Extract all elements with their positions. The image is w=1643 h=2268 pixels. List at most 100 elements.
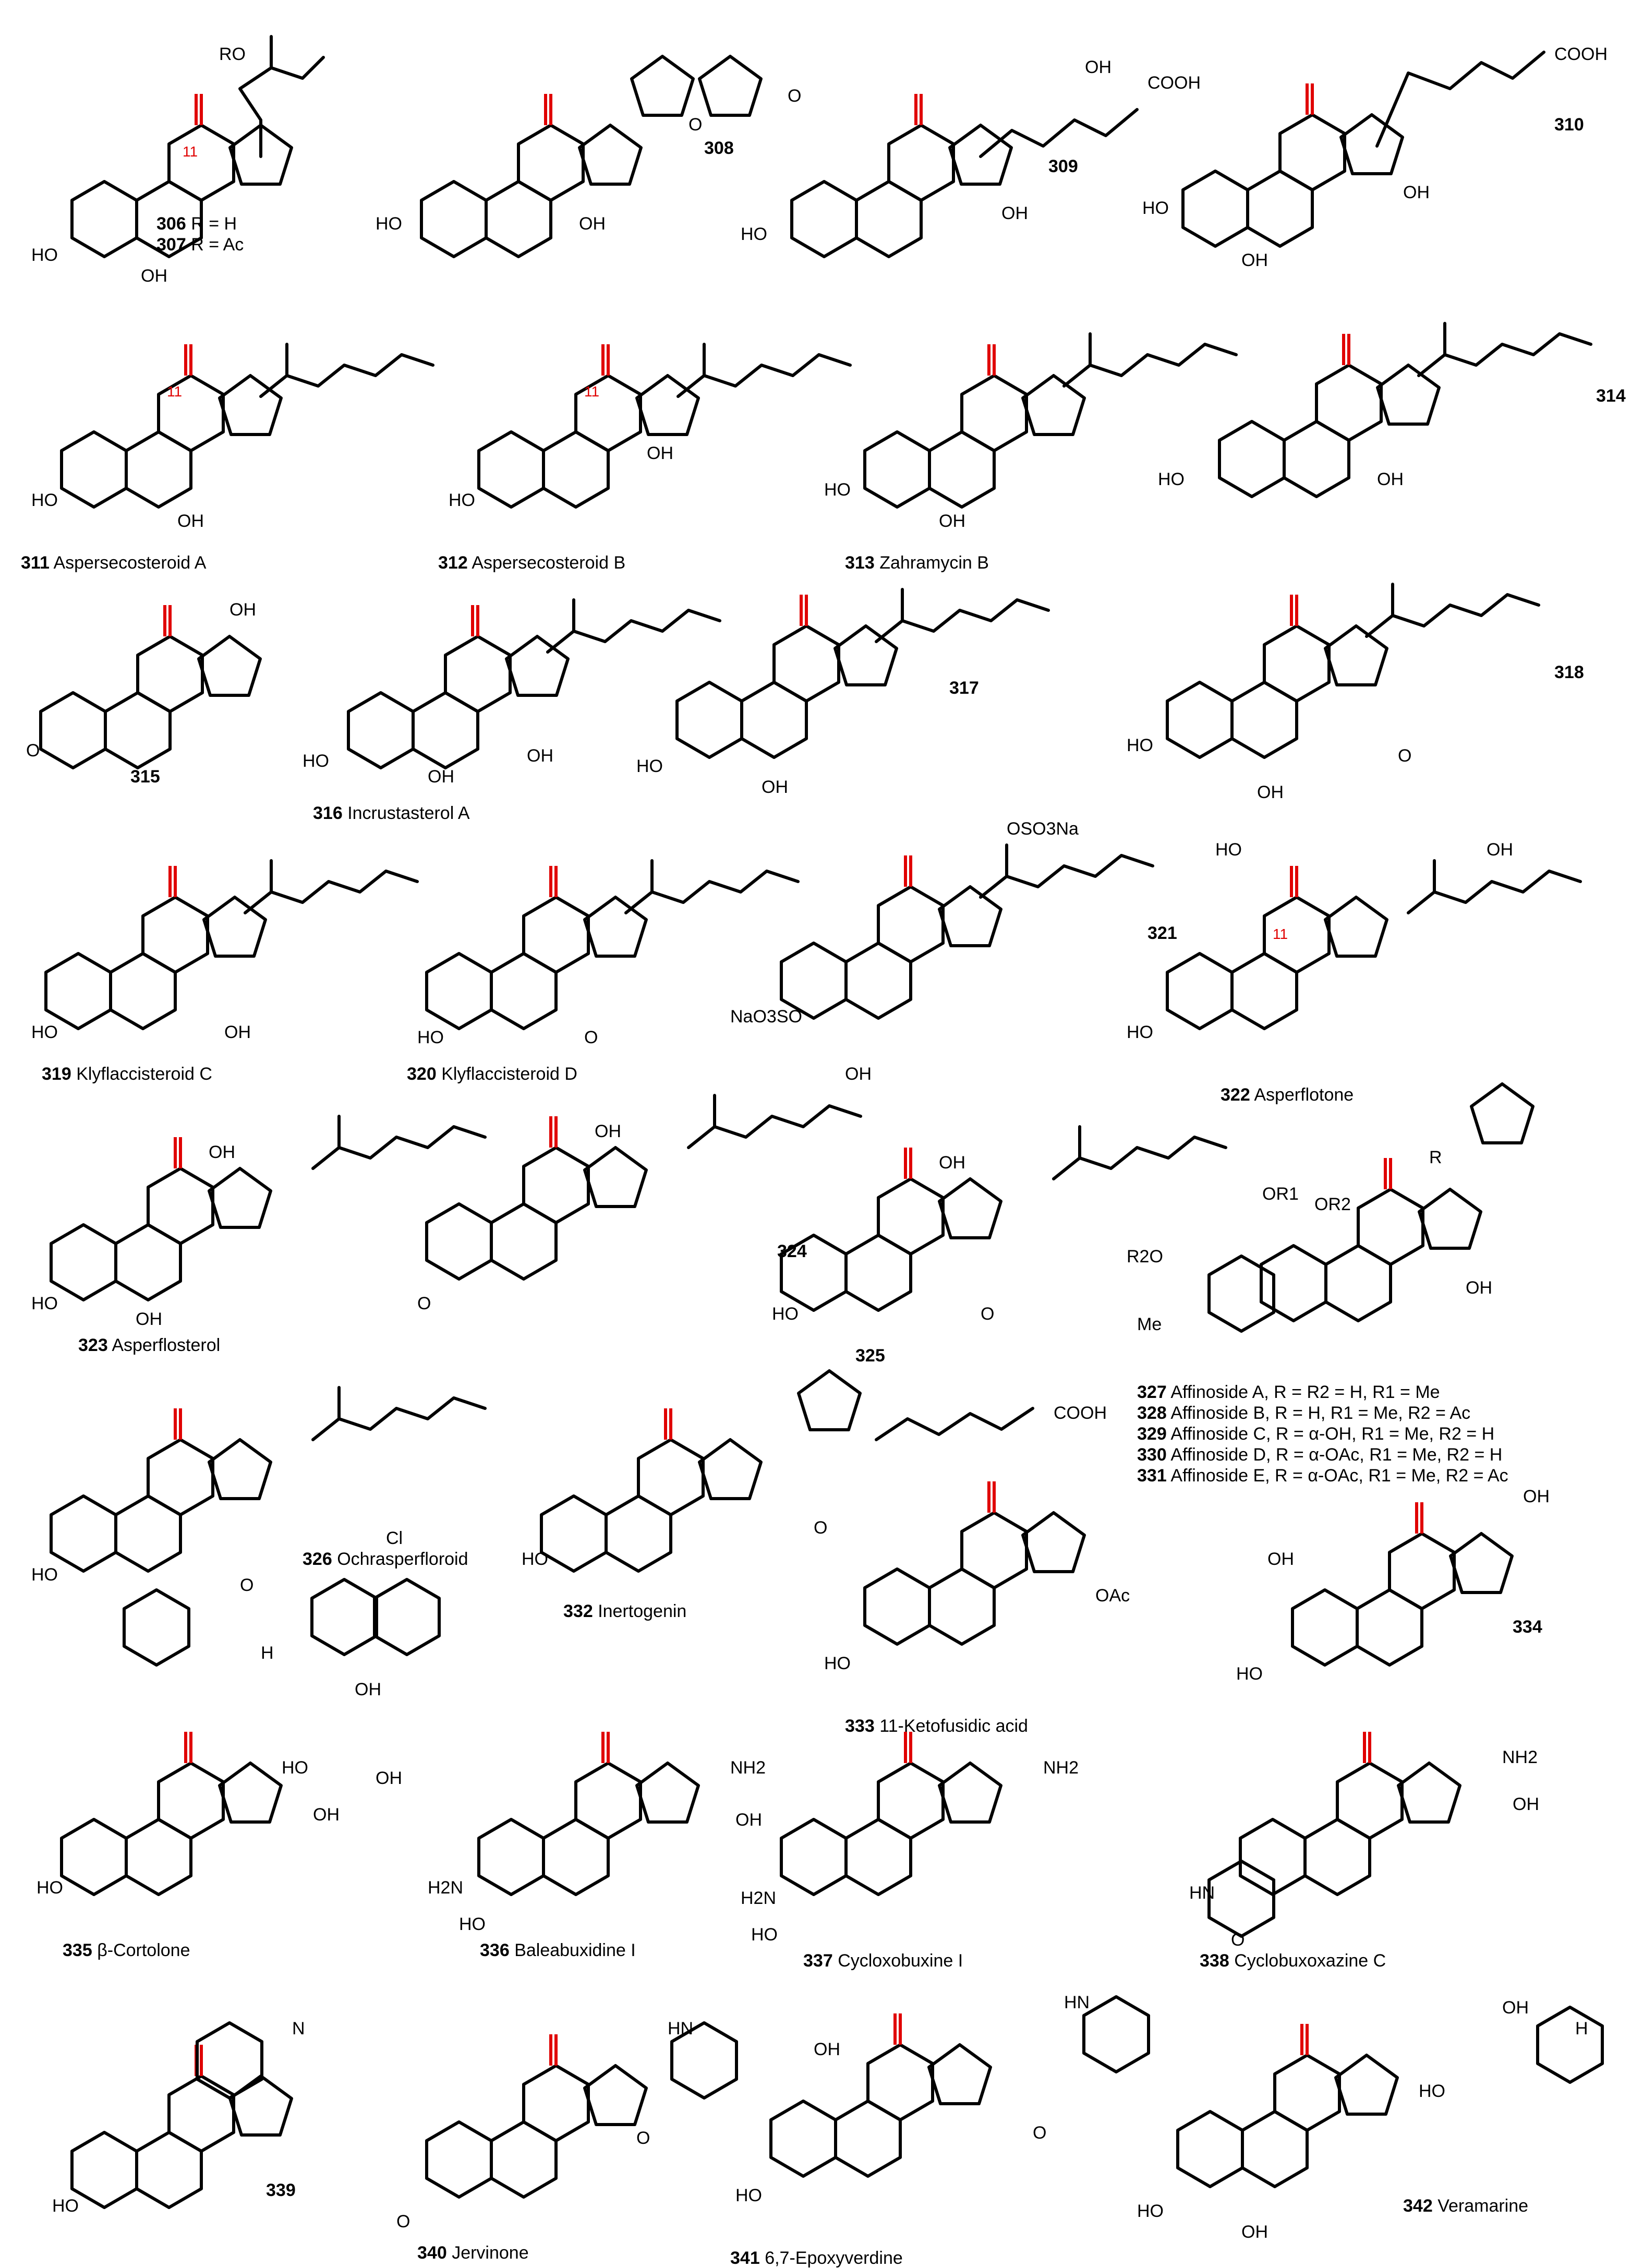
svg-text:335 β-Cortolone: 335 β-Cortolone [63,1940,190,1960]
compound-caption-332: Inertogenin [598,1601,686,1621]
compound-caption-329: Affinoside C, R = α-OH, R1 = Me, R2 = H [1170,1424,1494,1444]
svg-text:HO: HO [741,224,767,244]
structure-319: HO OH 319 Klyflaccisteroid C [31,861,417,1084]
svg-text:COOH: COOH [1554,44,1608,64]
svg-text:HO: HO [751,1925,778,1945]
svg-text:O: O [1033,2123,1046,2143]
svg-text:OH: OH [209,1142,235,1162]
structure-318: HO OH O 318 [1127,584,1584,802]
svg-text:O: O [240,1575,253,1595]
compound-number-325: 325 [855,1346,885,1366]
svg-text:HN: HN [1064,1993,1090,2012]
compound-number-326: 326 [303,1549,332,1569]
compound-number-315: 315 [130,767,160,787]
svg-text:HO: HO [1137,2201,1164,2221]
structure-335: HO OH OH HO 335 β-Cortolone [37,1732,402,1960]
svg-text:OH: OH [1377,469,1404,489]
svg-text:HO: HO [824,1654,851,1673]
svg-text:OH: OH [136,1309,162,1329]
svg-text:HO: HO [52,2196,79,2216]
svg-text:HO: HO [417,1028,444,1047]
svg-text:330 Affinoside D, R = α-OAc, R: 330 Affinoside D, R = α-OAc, R1 = Me, R2… [1137,1445,1502,1465]
svg-text:OH: OH [735,1810,762,1830]
compound-number-309: 309 [1048,156,1078,176]
svg-text:319 Klyflaccisteroid C: 319 Klyflaccisteroid C [42,1064,212,1084]
svg-text:O: O [788,86,801,106]
svg-text:HO: HO [772,1304,799,1324]
compound-number-318: 318 [1554,662,1584,682]
svg-text:HO: HO [636,756,663,776]
svg-text:342 Veramarine: 342 Veramarine [1403,2196,1528,2216]
svg-text:341 6,7-Epoxyverdine: 341 6,7-Epoxyverdine [730,2248,903,2268]
compound-caption-336: Baleabuxidine I [514,1940,636,1960]
svg-text:OH: OH [313,1805,340,1825]
svg-text:OH: OH [229,600,256,620]
svg-text:332 Inertogenin: 332 Inertogenin [563,1601,686,1621]
compound-number-308: 308 [704,138,734,158]
compound-number-332: 332 [563,1601,593,1621]
structure-332: HO O 332 Inertogenin [522,1371,860,1621]
svg-text:H2N: H2N [741,1888,776,1908]
svg-text:O: O [814,1518,827,1538]
svg-text:HO: HO [824,480,851,500]
compound-number-330: 330 [1137,1445,1167,1465]
structure-338: NH2 OH HN O 338 Cyclobuxoxazine C [1189,1732,1539,1971]
compound-caption-323: Asperflosterol [112,1335,220,1355]
compound-number-329: 329 [1137,1424,1167,1444]
compound-number-313: 313 [845,553,875,573]
svg-text:OH: OH [1466,1278,1492,1298]
compound-caption-307: R = Ac [191,235,244,255]
svg-text:OH: OH [939,1153,965,1173]
svg-text:OH: OH [376,1768,402,1788]
svg-text:NaO3SO: NaO3SO [730,1007,802,1027]
svg-text:OH: OH [845,1064,872,1084]
svg-text:OH: OH [428,767,454,787]
svg-text:HO: HO [31,1022,58,1042]
compound-number-335: 335 [63,1940,92,1960]
svg-text:HO: HO [376,214,402,234]
compound-number-317: 317 [949,678,979,698]
compound-number-310: 310 [1554,115,1584,135]
compound-number-328: 328 [1137,1403,1167,1423]
svg-text:320 Klyflaccisteroid D: 320 Klyflaccisteroid D [407,1064,577,1084]
compound-number-311: 311 [21,553,50,573]
compound-number-338: 338 [1200,1951,1229,1971]
svg-text:11: 11 [1273,926,1288,942]
compound-caption-341: 6,7-Epoxyverdine [765,2248,903,2268]
structure-310: COOH HO OH OH 310 [1142,44,1608,270]
svg-text:Cl: Cl [386,1528,403,1548]
compound-caption-328: Affinoside B, R = H, R1 = Me, R2 = Ac [1170,1403,1470,1423]
svg-text:OH: OH [1241,2222,1268,2242]
compound-number-340: 340 [417,2243,447,2263]
svg-text:OH: OH [1085,57,1112,77]
structure-324: O OH 324 [417,1095,861,1313]
svg-text:HO: HO [31,1565,58,1585]
compound-number-314: 314 [1596,386,1626,406]
svg-text:OH: OH [579,214,606,234]
svg-text:OH: OH [1257,782,1284,802]
svg-text:O: O [584,1028,598,1047]
svg-text:HO: HO [1236,1664,1263,1684]
compound-caption-333: 11-Ketofusidic acid [879,1716,1028,1736]
svg-text:331 Affinoside E, R = α-OAc, R: 331 Affinoside E, R = α-OAc, R1 = Me, R2… [1137,1466,1508,1486]
svg-text:HO: HO [282,1758,308,1778]
svg-text:O: O [1398,746,1411,766]
svg-text:327 Affinoside A, R = R2 = H,: 327 Affinoside A, R = R2 = H, R1 = Me [1137,1382,1440,1402]
label-ho: HO [31,245,58,265]
label-c11: 11 [183,143,198,160]
svg-text:HO: HO [449,490,475,510]
svg-text:NH2: NH2 [1502,1747,1538,1767]
svg-text:R: R [1429,1148,1442,1167]
compound-caption-306: R = H [191,214,237,234]
compound-caption-338: Cyclobuxoxazine C [1234,1951,1386,1971]
compound-caption-313: Zahramycin B [879,553,989,573]
compound-number-322: 322 [1221,1085,1250,1105]
svg-text:329 Affinoside C, R = α-OH, R1: 329 Affinoside C, R = α-OH, R1 = Me, R2 … [1137,1424,1494,1444]
svg-text:OSO3Na: OSO3Na [1007,819,1079,839]
svg-text:COOH: COOH [1147,73,1201,93]
svg-text:11: 11 [584,383,599,400]
compound-caption-331: Affinoside E, R = α-OAc, R1 = Me, R2 = A… [1170,1466,1508,1486]
svg-text:323 Asperflosterol: 323 Asperflosterol [78,1335,220,1355]
svg-text:OH: OH [527,746,553,766]
svg-text:HO: HO [522,1549,548,1569]
